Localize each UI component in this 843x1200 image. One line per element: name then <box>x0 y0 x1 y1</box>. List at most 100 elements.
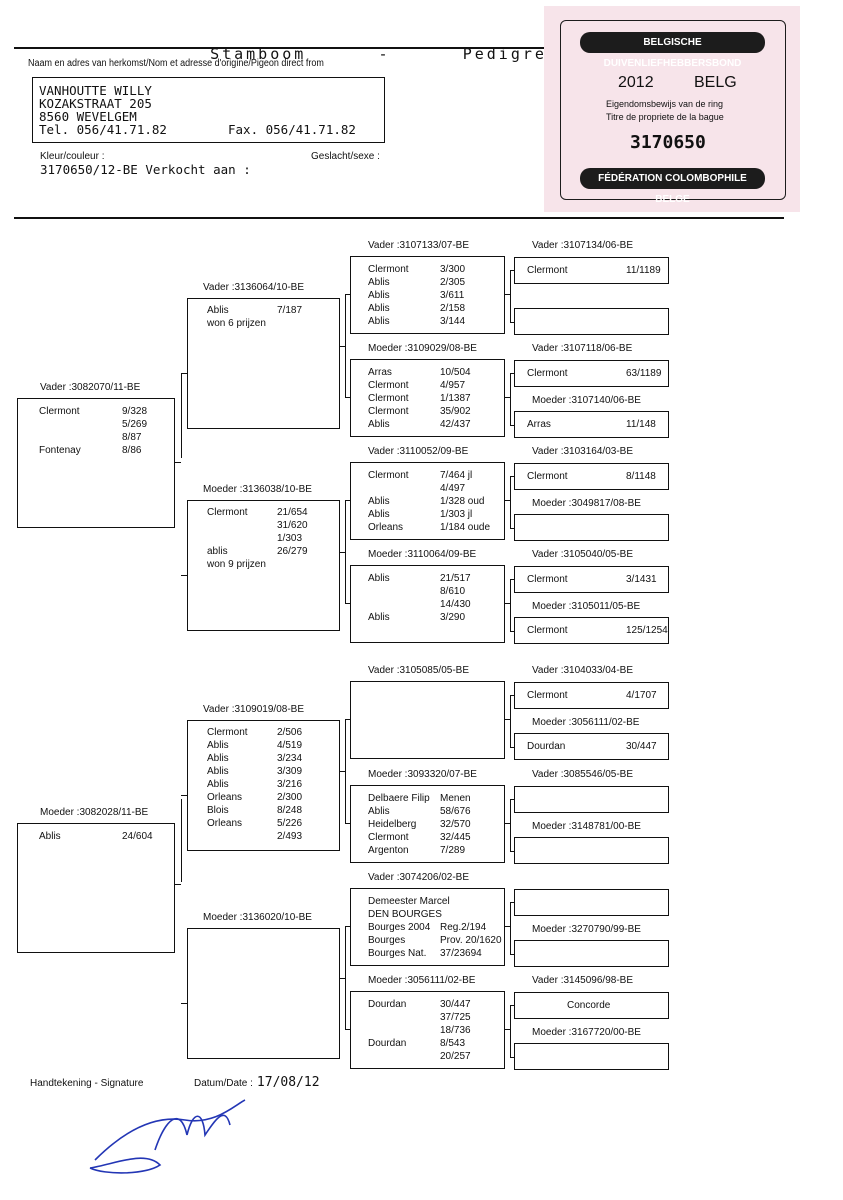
record-value: 21/517 <box>440 573 471 584</box>
connector <box>510 695 514 697</box>
connector <box>505 823 510 825</box>
record-text: Clermont <box>527 368 568 379</box>
dam-label: Moeder :3082028/11-BE <box>40 807 149 818</box>
owner-fax: Fax. 056/41.71.82 <box>228 122 356 137</box>
record-text: Ablis <box>207 779 229 790</box>
record-text: Clermont <box>527 690 568 701</box>
record-value: 30/447 <box>440 999 471 1010</box>
connector <box>510 270 512 322</box>
connector <box>510 270 514 272</box>
record-text: Clermont <box>368 470 409 481</box>
record-text: Clermont <box>368 406 409 417</box>
record-value: 21/654 <box>277 507 308 518</box>
record-value: 42/437 <box>440 419 471 430</box>
record-text: Delbaere Filip <box>368 793 430 804</box>
record-value: 3/290 <box>440 612 466 623</box>
record-text: Ablis <box>368 509 390 520</box>
gen3-box <box>350 681 505 759</box>
record-text: Clermont <box>39 406 80 417</box>
record-value: 14/430 <box>440 599 471 610</box>
record-text: Clermont <box>368 832 409 843</box>
stamp-line2: Titre de propriete de la bague <box>606 112 724 122</box>
gen4-label: Moeder :3167720/00-BE <box>532 1027 641 1038</box>
title-dash: - <box>378 45 391 63</box>
pigeon-ring-line: 3170650/12-BE Verkocht aan : <box>40 162 251 177</box>
gen3-box <box>350 565 505 643</box>
origin-label: Naam en adres van herkomst/Nom et adress… <box>28 58 324 69</box>
gen4-box <box>514 411 669 438</box>
connector <box>510 954 514 956</box>
record-text: Heidelberg <box>368 819 417 830</box>
record-text: Ablis <box>368 290 390 301</box>
connector <box>505 926 510 928</box>
record-text: Ablis <box>368 573 390 584</box>
owner-tel: Tel. 056/41.71.82 <box>39 122 167 137</box>
record-value: 3/1431 <box>626 574 657 585</box>
gen4-label: Moeder :3107140/06-BE <box>532 395 641 406</box>
record-value: 11/148 <box>626 419 656 430</box>
record-text: Bourges Nat. <box>368 948 427 959</box>
connector <box>181 373 187 375</box>
connector <box>340 771 346 773</box>
gen4-label: Vader :3107134/06-BE <box>532 240 634 251</box>
gen4-label: Vader :3103164/03-BE <box>532 446 634 457</box>
record-value: 1/303 jl <box>440 509 473 520</box>
title-right: Pedigree <box>462 45 559 63</box>
record-text: Ablis <box>207 305 229 316</box>
gen2-box <box>187 720 340 851</box>
connector <box>181 799 183 882</box>
gen4-box <box>514 308 669 335</box>
connector <box>510 747 514 749</box>
record-value: 4/957 <box>440 380 466 391</box>
record-text: Ablis <box>368 419 390 430</box>
gen4-box <box>514 992 669 1019</box>
header-rule <box>14 47 544 49</box>
connector <box>510 322 514 324</box>
connector <box>345 603 350 605</box>
gen3-box <box>350 785 505 863</box>
sire-label: Vader :3082070/11-BE <box>40 382 141 393</box>
gen2-label: Vader :3109019/08-BE <box>203 704 305 715</box>
connector <box>345 294 347 397</box>
record-text: Orleans <box>368 522 404 533</box>
record-text: Argenton <box>368 845 409 856</box>
gen4-label: Moeder :3270790/99-BE <box>532 924 641 935</box>
gen4-label: Vader :3104033/04-BE <box>532 665 634 676</box>
connector <box>345 719 347 823</box>
record-value: 4/497 <box>440 483 466 494</box>
gen3-label: Moeder :3109029/08-BE <box>368 343 477 354</box>
gen4-label: Moeder :3105011/05-BE <box>532 601 641 612</box>
record-value: 2/158 <box>440 303 466 314</box>
gen2-box <box>187 298 340 429</box>
header-bottom-rule <box>14 217 784 219</box>
connector <box>505 719 510 721</box>
stamp-year: 2012 <box>618 74 654 91</box>
gen3-label: Vader :3110052/09-BE <box>368 446 469 457</box>
record-value: 3/144 <box>440 316 466 327</box>
record-value: 35/902 <box>440 406 471 417</box>
connector <box>345 719 350 721</box>
gen4-box <box>514 617 669 644</box>
connector <box>181 1003 187 1005</box>
record-value: 30/447 <box>626 741 657 752</box>
record-value: 2/506 <box>277 727 303 738</box>
gen4-label: Moeder :3056111/02-BE <box>532 717 640 728</box>
stamp-top-banner: BELGISCHE DUIVENLIEFHEBBERSBOND <box>580 32 765 69</box>
date-label: Datum/Date : <box>194 1078 253 1089</box>
record-text: Ablis <box>368 316 390 327</box>
record-text: Ablis <box>207 766 229 777</box>
record-text: Dourdan <box>527 741 566 752</box>
record-text: Bourges <box>368 935 406 946</box>
connector <box>510 695 512 747</box>
ownership-stamp: BELGISCHE DUIVENLIEFHEBBERSBOND 2012 BEL… <box>544 6 800 212</box>
connector <box>510 631 514 633</box>
gen4-box <box>514 837 669 864</box>
record-value: 3/309 <box>277 766 303 777</box>
gen4-label: Moeder :3049817/08-BE <box>532 498 641 509</box>
record-text: Clermont <box>207 727 248 738</box>
gen3-box <box>350 888 505 966</box>
gen4-box <box>514 360 669 387</box>
record-value: 8/86 <box>122 445 142 456</box>
connector <box>181 795 187 797</box>
connector <box>505 294 510 296</box>
